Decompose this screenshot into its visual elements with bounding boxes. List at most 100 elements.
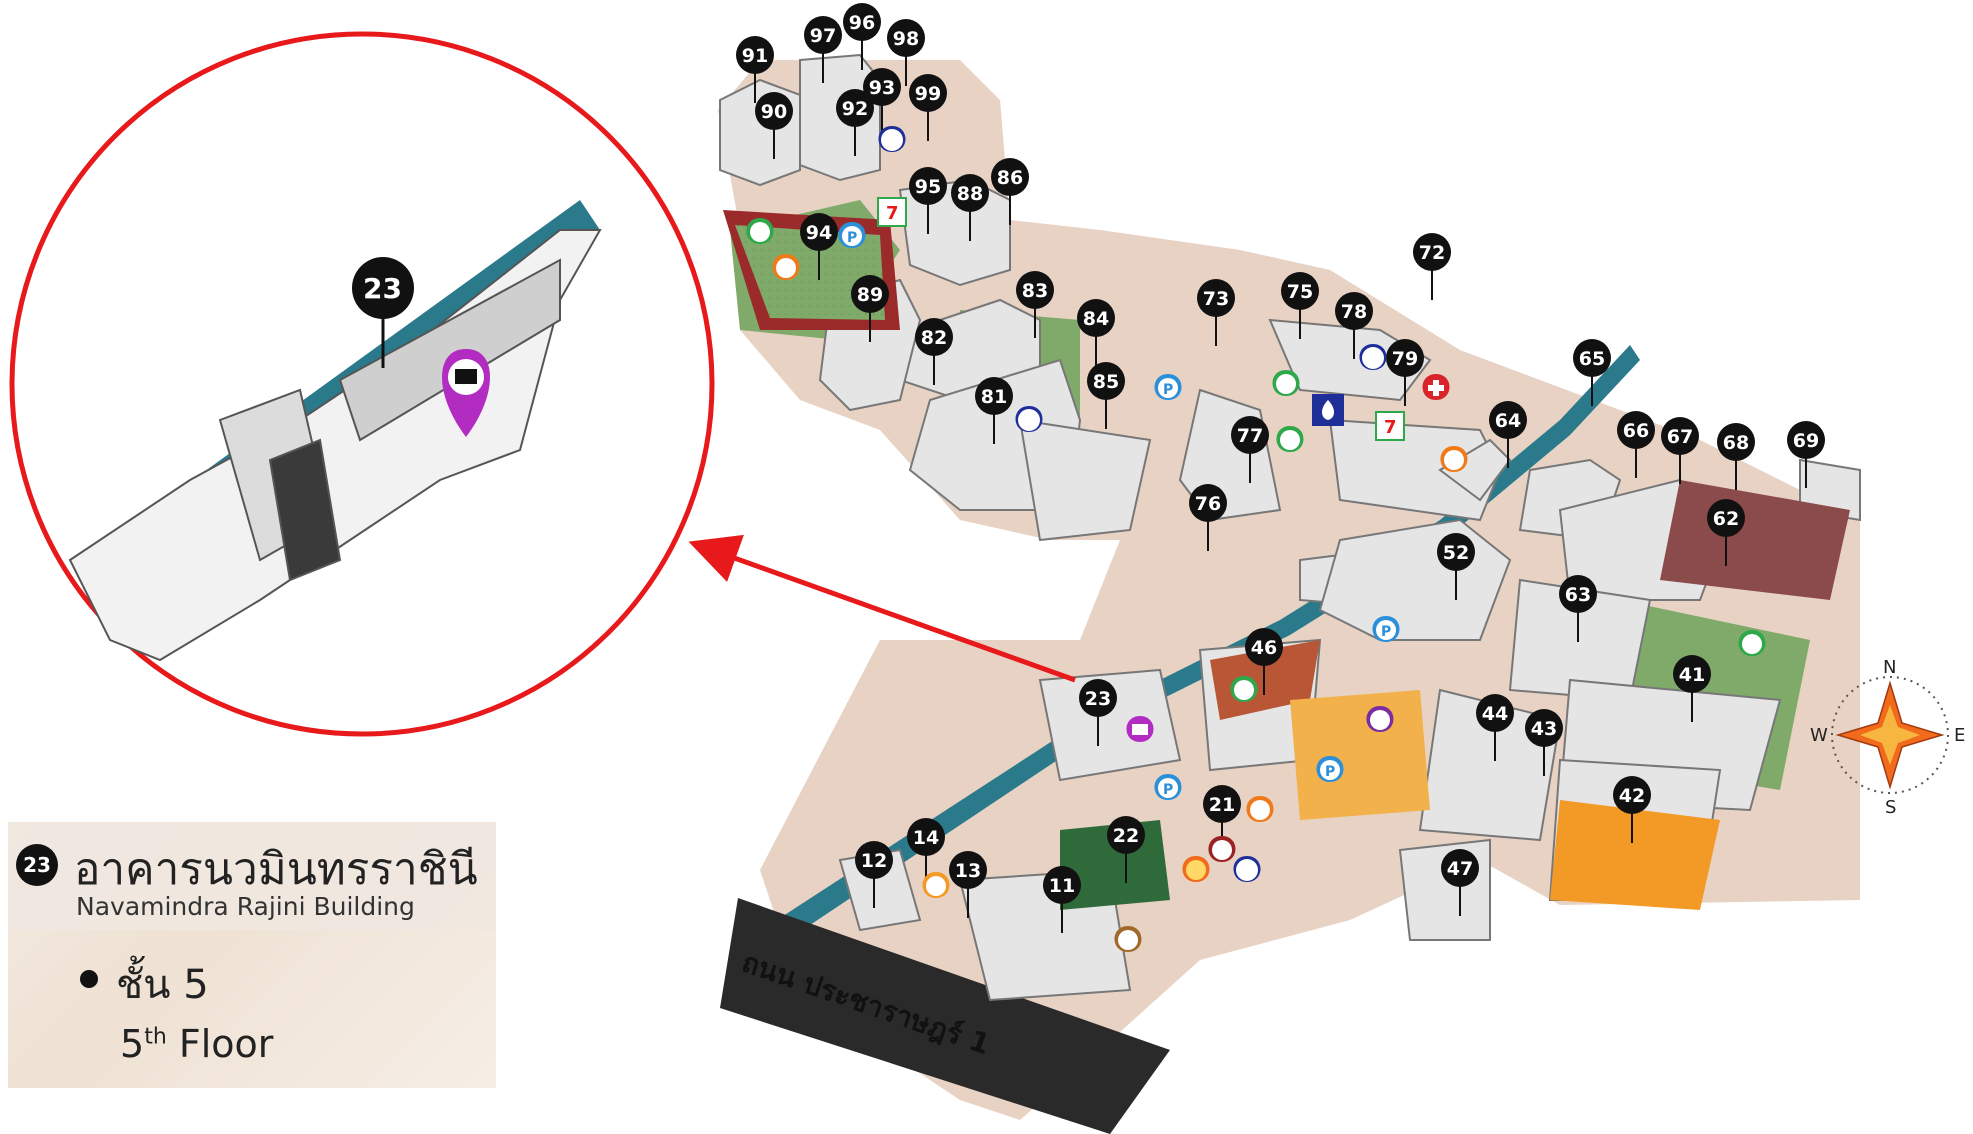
building-number-label: 41	[1679, 664, 1705, 686]
building-marker-65[interactable]: 65	[1573, 339, 1611, 406]
star-icon[interactable]	[1182, 856, 1210, 906]
building-marker-95[interactable]: 95	[909, 167, 947, 234]
compass: N E S W	[1810, 657, 1965, 818]
temple-icon[interactable]	[922, 872, 950, 922]
building-number-label: 94	[806, 222, 832, 244]
building-marker-99[interactable]: 99	[909, 74, 947, 141]
building-marker-83[interactable]: 83	[1016, 271, 1054, 338]
building-marker-98[interactable]: 98	[887, 19, 925, 86]
convenience-store-icon[interactable]: 7	[1375, 411, 1405, 441]
parking-icon[interactable]: P	[1372, 616, 1400, 666]
building-marker-63[interactable]: 63	[1559, 575, 1597, 642]
building-marker-52[interactable]: 52	[1437, 533, 1475, 600]
building-marker-81[interactable]: 81	[975, 377, 1013, 444]
building-number-label: 64	[1495, 410, 1521, 432]
selected-location-pin[interactable]	[442, 349, 490, 437]
floor-thai: ชั้น 5	[116, 962, 209, 1008]
building-marker-46[interactable]: 46	[1245, 628, 1283, 695]
compass-north: N	[1883, 657, 1896, 678]
compass-east: E	[1954, 725, 1965, 746]
convenience-store-icon[interactable]: 7	[877, 197, 907, 227]
building-marker-14[interactable]: 14	[907, 818, 945, 885]
building-marker-43[interactable]: 43	[1525, 709, 1563, 776]
building-marker-11[interactable]: 11	[1043, 866, 1081, 933]
fitness-icon[interactable]	[746, 218, 774, 268]
building-marker-78[interactable]: 78	[1335, 292, 1373, 359]
coffee-icon[interactable]	[1114, 926, 1142, 976]
building-name-english: Navamindra Rajini Building	[76, 892, 415, 921]
building-marker-44[interactable]: 44	[1476, 694, 1514, 761]
svg-text:P: P	[1381, 624, 1391, 640]
restroom-icon[interactable]	[772, 254, 800, 304]
restaurant-icon[interactable]	[1230, 676, 1258, 726]
building-marker-96[interactable]: 96	[843, 3, 881, 70]
atm-icon[interactable]	[1359, 344, 1387, 394]
building-marker-77[interactable]: 77	[1231, 416, 1269, 483]
building-number-label: 75	[1287, 281, 1313, 303]
building-marker-94[interactable]: 94	[800, 213, 838, 280]
building-number-label: 83	[1022, 280, 1048, 302]
fitness-icon[interactable]	[1738, 630, 1766, 680]
building-marker-13[interactable]: 13	[949, 851, 987, 918]
legend-building-number: 23	[16, 844, 58, 886]
building-marker-47[interactable]: 47	[1441, 849, 1479, 916]
building-number-label: 46	[1251, 637, 1277, 659]
building-marker-82[interactable]: 82	[915, 318, 953, 385]
parking-icon[interactable]: P	[838, 222, 866, 272]
building-marker-73[interactable]: 73	[1197, 279, 1235, 346]
building-marker-22[interactable]: 22	[1107, 816, 1145, 883]
printer-icon[interactable]	[1366, 706, 1394, 756]
restroom-icon[interactable]	[1246, 796, 1274, 846]
building-number-label: 72	[1419, 242, 1445, 264]
building-marker-88[interactable]: 88	[951, 174, 989, 241]
printer-icon[interactable]	[1126, 716, 1154, 766]
building-number-label: 63	[1565, 584, 1591, 606]
first-aid-icon[interactable]	[1422, 374, 1450, 424]
building-marker-67[interactable]: 67	[1661, 417, 1699, 484]
svg-text:P: P	[1163, 382, 1173, 398]
restroom-icon[interactable]	[1440, 446, 1468, 496]
atm-icon[interactable]	[878, 126, 906, 176]
building-marker-86[interactable]: 86	[991, 158, 1029, 225]
building-marker-85[interactable]: 85	[1087, 362, 1125, 429]
building-number-label: 88	[957, 183, 983, 205]
building-marker-90[interactable]: 90	[755, 92, 793, 159]
building-marker-12[interactable]: 12	[855, 841, 893, 908]
parking-icon[interactable]: P	[1154, 374, 1182, 424]
building-marker-23[interactable]: 23	[1079, 679, 1117, 746]
callout-arrow	[688, 534, 1076, 683]
building-marker-42[interactable]: 42	[1613, 776, 1651, 843]
building-marker-79[interactable]: 79	[1386, 339, 1424, 406]
building-marker-41[interactable]: 41	[1673, 655, 1711, 722]
building-marker-69[interactable]: 69	[1787, 421, 1825, 488]
zoom-callout: 23	[9, 31, 715, 737]
building-marker-75[interactable]: 75	[1281, 272, 1319, 339]
building-number-label: 90	[761, 101, 787, 123]
building-number-label: 91	[742, 45, 768, 67]
parking-icon[interactable]: P	[1316, 756, 1344, 806]
building-marker-62[interactable]: 62	[1707, 499, 1745, 566]
bullet-icon	[80, 970, 98, 988]
fitness-icon[interactable]	[1272, 370, 1300, 420]
building-marker-93[interactable]: 93	[863, 68, 901, 135]
building-marker-76[interactable]: 76	[1189, 484, 1227, 551]
atm-icon[interactable]	[1233, 856, 1261, 906]
parking-icon[interactable]: P	[1154, 774, 1182, 824]
building-marker-68[interactable]: 68	[1717, 423, 1755, 490]
building-number-label: 76	[1195, 493, 1221, 515]
building-marker-97[interactable]: 97	[804, 16, 842, 83]
building-marker-89[interactable]: 89	[851, 275, 889, 342]
restaurant-icon[interactable]	[1276, 426, 1304, 476]
bank-icon[interactable]	[1312, 394, 1344, 426]
monument-icon[interactable]	[1208, 836, 1236, 886]
building-number-label: 43	[1531, 718, 1557, 740]
building-marker-64[interactable]: 64	[1489, 401, 1527, 468]
building-marker-66[interactable]: 66	[1617, 411, 1655, 478]
building-marker-21[interactable]: 21	[1203, 785, 1241, 852]
atm-icon[interactable]	[1015, 406, 1043, 456]
building-marker-92[interactable]: 92	[836, 89, 874, 156]
building-marker-72[interactable]: 72	[1413, 233, 1451, 300]
building-marker-84[interactable]: 84	[1077, 299, 1115, 366]
building-marker-91[interactable]: 91	[736, 36, 774, 103]
